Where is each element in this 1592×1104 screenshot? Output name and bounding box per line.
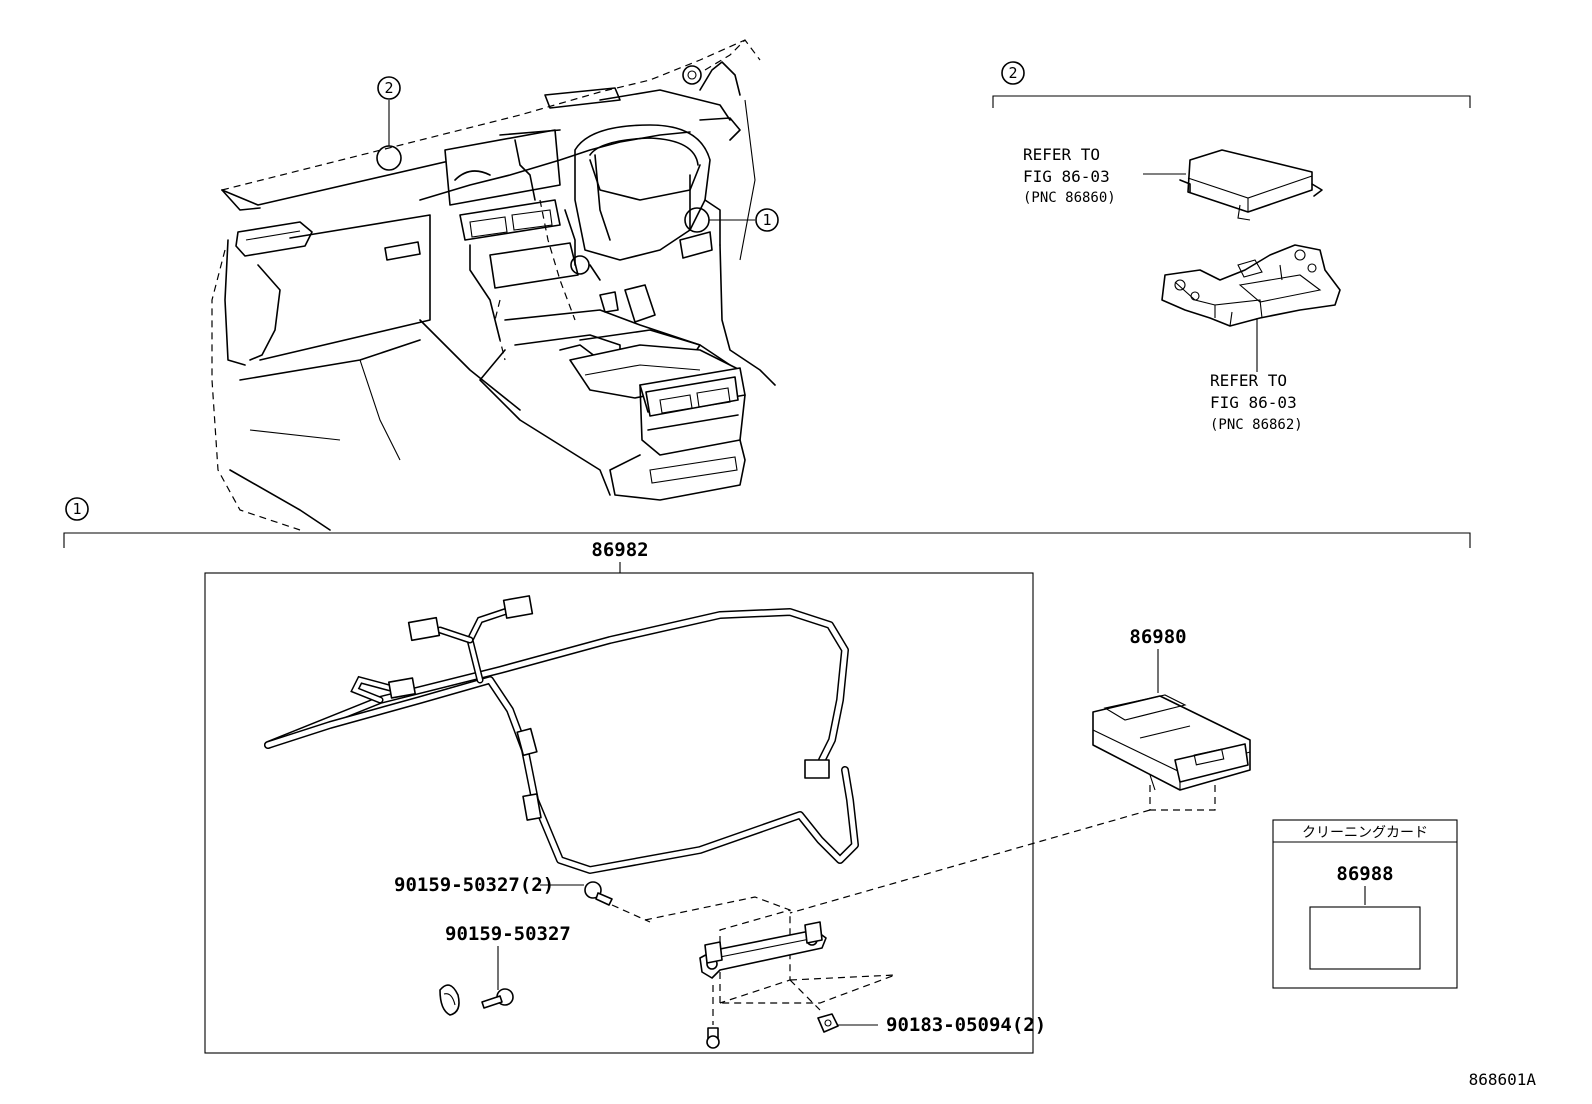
- part-number-90159-50327: 90159-50327: [445, 923, 571, 945]
- bolt-icon-pair: [584, 881, 613, 906]
- svg-text:1: 1: [762, 211, 771, 229]
- ref-block-86862: REFER TO FIG 86-03 (PNC 86862): [1210, 371, 1303, 433]
- module-86980-illustration: [1092, 694, 1251, 791]
- cleaning-card-box: クリーニングカード 86988: [1272, 819, 1458, 989]
- svg-text:1: 1: [72, 500, 81, 518]
- section-2-bracket: 2: [992, 61, 1471, 108]
- part-number-86982: 86982: [591, 539, 648, 561]
- callout-2-dashboard: 2: [377, 76, 401, 100]
- dashboard-illustration: [211, 39, 776, 531]
- harness-kit-frame: [204, 572, 1034, 1054]
- figure-code: 868601A: [1469, 1070, 1537, 1089]
- part-number-86980: 86980: [1129, 626, 1186, 648]
- svg-text:2: 2: [384, 79, 393, 97]
- svg-text:FIG 86-03: FIG 86-03: [1210, 393, 1297, 412]
- callout-1-dashboard: 1: [755, 208, 779, 232]
- svg-text:2: 2: [1008, 64, 1017, 82]
- svg-text:REFER TO: REFER TO: [1023, 145, 1100, 164]
- svg-text:FIG 86-03: FIG 86-03: [1023, 167, 1110, 186]
- svg-text:(PNC 86862): (PNC 86862): [1210, 417, 1303, 433]
- mounting-bracket-illustration: [644, 896, 896, 1004]
- wire-harness-illustration: [264, 595, 859, 874]
- clip-icon: [439, 984, 460, 1016]
- cleaning-card-header: クリーニングカード: [1302, 825, 1428, 841]
- ecu-module-illustration: [1179, 149, 1323, 221]
- screw-icon-bottom: [706, 1027, 720, 1049]
- ref-block-86860: REFER TO FIG 86-03 (PNC 86860): [1023, 145, 1116, 206]
- part-number-86988: 86988: [1336, 863, 1393, 885]
- part-number-90183-05094: 90183-05094(2): [886, 1014, 1046, 1036]
- svg-text:(PNC 86860): (PNC 86860): [1023, 190, 1116, 206]
- section-1-bracket: 1: [63, 497, 1471, 548]
- svg-text:REFER TO: REFER TO: [1210, 371, 1287, 390]
- part-number-90159-50327-pair: 90159-50327(2): [394, 874, 554, 896]
- bracket-illustration: [1161, 244, 1341, 327]
- bolt-icon-single: [481, 988, 514, 1009]
- nut-icon: [817, 1013, 839, 1033]
